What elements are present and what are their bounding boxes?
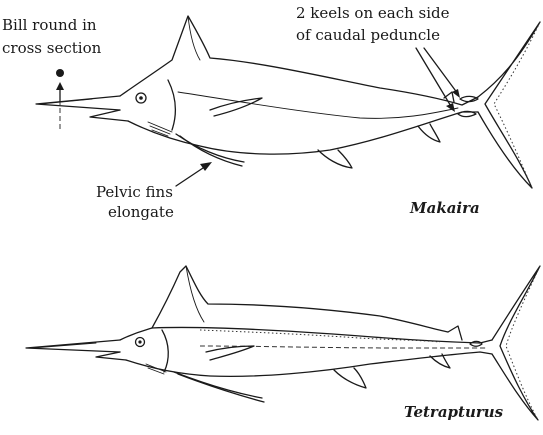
bill-cross-section-dot — [56, 69, 64, 77]
pelvic-label-line1: Pelvic fins — [96, 183, 173, 201]
makaira-caudal-fin — [478, 22, 540, 188]
makaira-fish — [36, 16, 540, 188]
tetrapturus-bill — [26, 340, 120, 352]
tetrapturus-dorsal-fin — [152, 266, 448, 332]
bill-label-line1: Bill round in — [2, 16, 97, 34]
pelvic-label-line2: elongate — [108, 203, 174, 221]
keels-label-line1: 2 keels on each side — [296, 4, 450, 22]
bill-label-line2: cross section — [2, 39, 102, 57]
pelvic-arrow — [176, 162, 212, 186]
keels-label-line2: of caudal peduncle — [296, 26, 440, 44]
genus-label-tetrapturus: Tetrapturus — [404, 403, 504, 421]
tetrapturus-fish — [26, 266, 540, 420]
bill-cross-section-marker — [56, 69, 64, 130]
tetrapturus-caudal-fin — [492, 266, 540, 420]
genus-label-makaira: Makaira — [409, 199, 480, 217]
